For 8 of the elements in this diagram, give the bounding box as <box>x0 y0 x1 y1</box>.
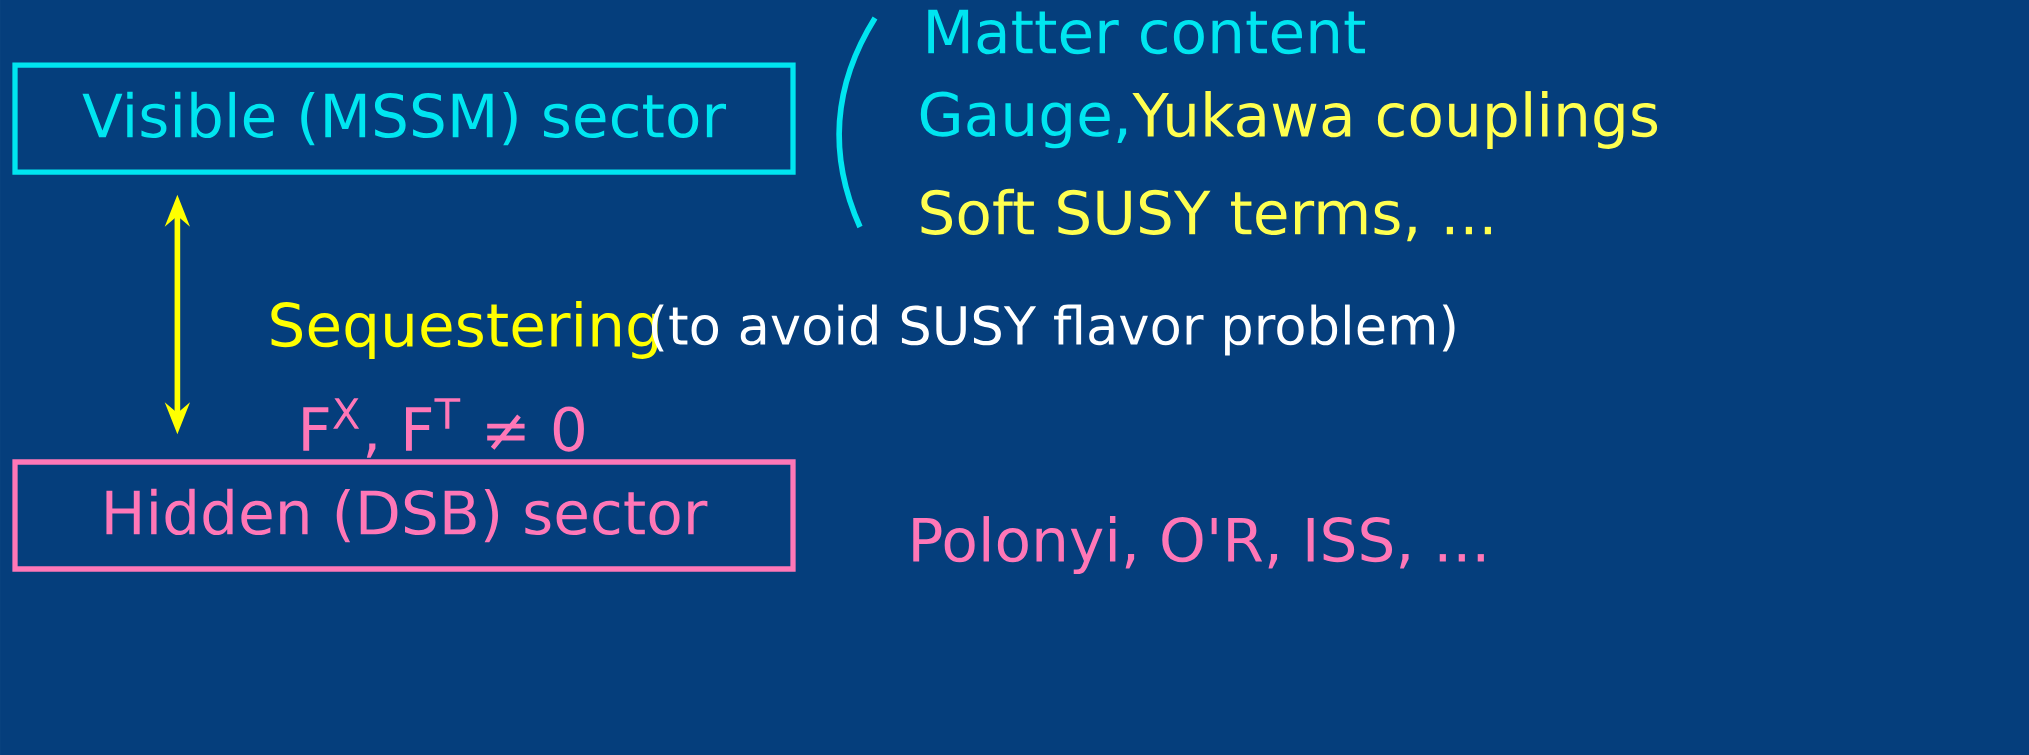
note-text: Yukawa couplings <box>1132 91 1658 149</box>
note-text: Soft SUSY terms, ... <box>921 188 1491 242</box>
sector-box: Visible (MSSM) sector <box>12 62 796 175</box>
note-text: Matter content <box>928 9 1366 55</box>
note-text: Gauge, <box>920 91 1127 149</box>
note-text: Polonyi, O'R, ISS, ... <box>913 516 1484 574</box>
sector-box: Hidden (DSB) sector <box>12 459 796 572</box>
formula-text: F$^{X}$, F$^{T}$ ≠ 0 <box>303 398 584 458</box>
